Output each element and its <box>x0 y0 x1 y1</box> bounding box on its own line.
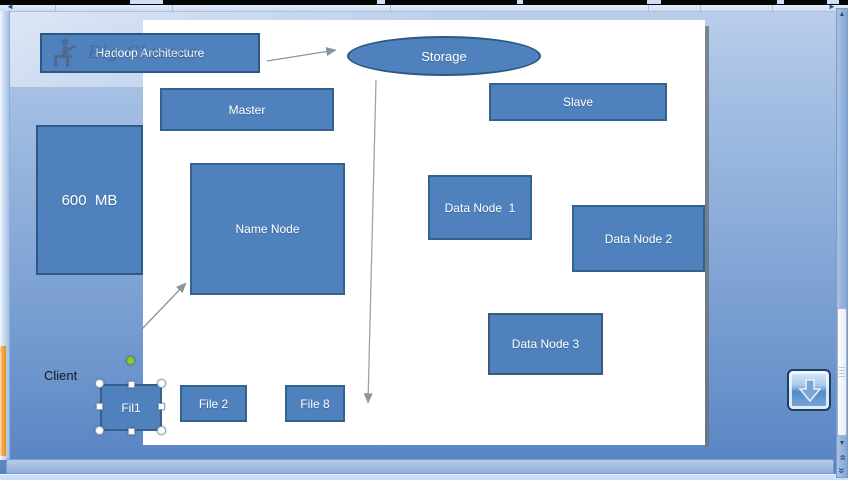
shape-label: Master <box>228 102 266 117</box>
selection-handle-left-middle[interactable] <box>96 403 103 410</box>
shape-name-node[interactable]: Name Node <box>190 163 345 295</box>
shape-label: Fil1 <box>121 400 141 415</box>
ribbon-separator <box>648 5 649 11</box>
scroll-down-overlay-button[interactable] <box>787 369 831 411</box>
scroll-up-icon[interactable]: ▲ <box>838 11 846 18</box>
down-arrow-icon <box>798 379 822 403</box>
ribbon-remnant-segment <box>377 0 385 4</box>
ribbon-separator <box>772 5 773 11</box>
shape-label: Data Node 3 <box>511 337 580 351</box>
shape-slave[interactable]: Slave <box>489 83 667 121</box>
scrollbar-grip <box>839 367 845 378</box>
scroll-down-icon[interactable]: ▼ <box>838 440 846 447</box>
selection-handle-top-right[interactable] <box>157 379 166 388</box>
shape-file-8[interactable]: File 8 <box>285 385 345 422</box>
shape-label: Name Node <box>235 222 300 236</box>
ribbon-separator <box>55 5 56 11</box>
scroll-left-icon[interactable]: ◄ <box>6 2 14 11</box>
slide-shadow <box>705 26 709 447</box>
shape-hadoop-architecture[interactable]: Big Classes Hadoop Architecture <box>40 33 260 73</box>
ribbon-remnant-segment <box>130 0 163 4</box>
shape-label: 600 MB <box>61 191 118 209</box>
shape-label: Storage <box>421 48 467 64</box>
selection-handle-right-middle[interactable] <box>158 403 165 410</box>
selection-handle-top-middle[interactable] <box>128 381 135 388</box>
shape-label: Data Node 1 <box>444 200 516 215</box>
ribbon-remnant-segment <box>517 0 523 4</box>
status-bar-edge <box>0 474 848 480</box>
ribbon-bottom-edge <box>0 5 848 12</box>
shape-data-node-1[interactable]: Data Node 1 <box>428 175 532 240</box>
horizontal-scrollbar[interactable] <box>6 459 834 474</box>
previous-slide-button[interactable]: « <box>836 451 848 464</box>
selection-handle-bottom-middle[interactable] <box>128 428 135 435</box>
selection-handle-bottom-left[interactable] <box>95 426 104 435</box>
shape-data-node-2[interactable]: Data Node 2 <box>572 205 705 272</box>
shape-label: Hadoop Architecture <box>95 46 205 60</box>
next-slide-button[interactable]: « <box>836 464 848 477</box>
ribbon-remnant-segment <box>647 0 661 4</box>
left-pane-edge <box>0 11 10 460</box>
ribbon-separator <box>172 5 173 11</box>
shape-master[interactable]: Master <box>160 88 334 131</box>
orange-edge-strip <box>0 346 6 456</box>
person-at-desk-icon <box>48 37 84 74</box>
vertical-scrollbar-thumb[interactable] <box>837 308 847 436</box>
rotation-handle[interactable] <box>126 356 135 365</box>
double-chevron-down-icon: « <box>835 467 848 474</box>
client-text-label[interactable]: Client <box>44 368 78 383</box>
ribbon-separator <box>390 5 391 11</box>
shape-label: Data Node 2 <box>604 231 673 246</box>
watermark-text: Big Classes <box>88 43 199 63</box>
ribbon-remnant-segment <box>827 0 839 4</box>
double-chevron-up-icon: « <box>836 454 848 461</box>
selection-handle-top-left[interactable] <box>95 379 104 388</box>
scroll-right-icon[interactable]: ► <box>828 2 836 11</box>
shape-fil1-selected[interactable]: Fil1 <box>100 384 162 431</box>
shape-storage-ellipse[interactable]: Storage <box>347 36 541 76</box>
shape-label: File 8 <box>300 396 330 411</box>
shape-data-node-3[interactable]: Data Node 3 <box>488 313 603 375</box>
shape-600mb[interactable]: 600 MB <box>36 125 143 275</box>
shape-file-2[interactable]: File 2 <box>180 385 247 422</box>
shape-label: Slave <box>562 95 594 109</box>
ribbon-separator <box>700 5 701 11</box>
ribbon-remnant-segment <box>777 0 784 4</box>
shape-label: File 2 <box>198 396 229 411</box>
selection-handle-bottom-right[interactable] <box>157 426 166 435</box>
window-top-edge <box>0 0 848 5</box>
